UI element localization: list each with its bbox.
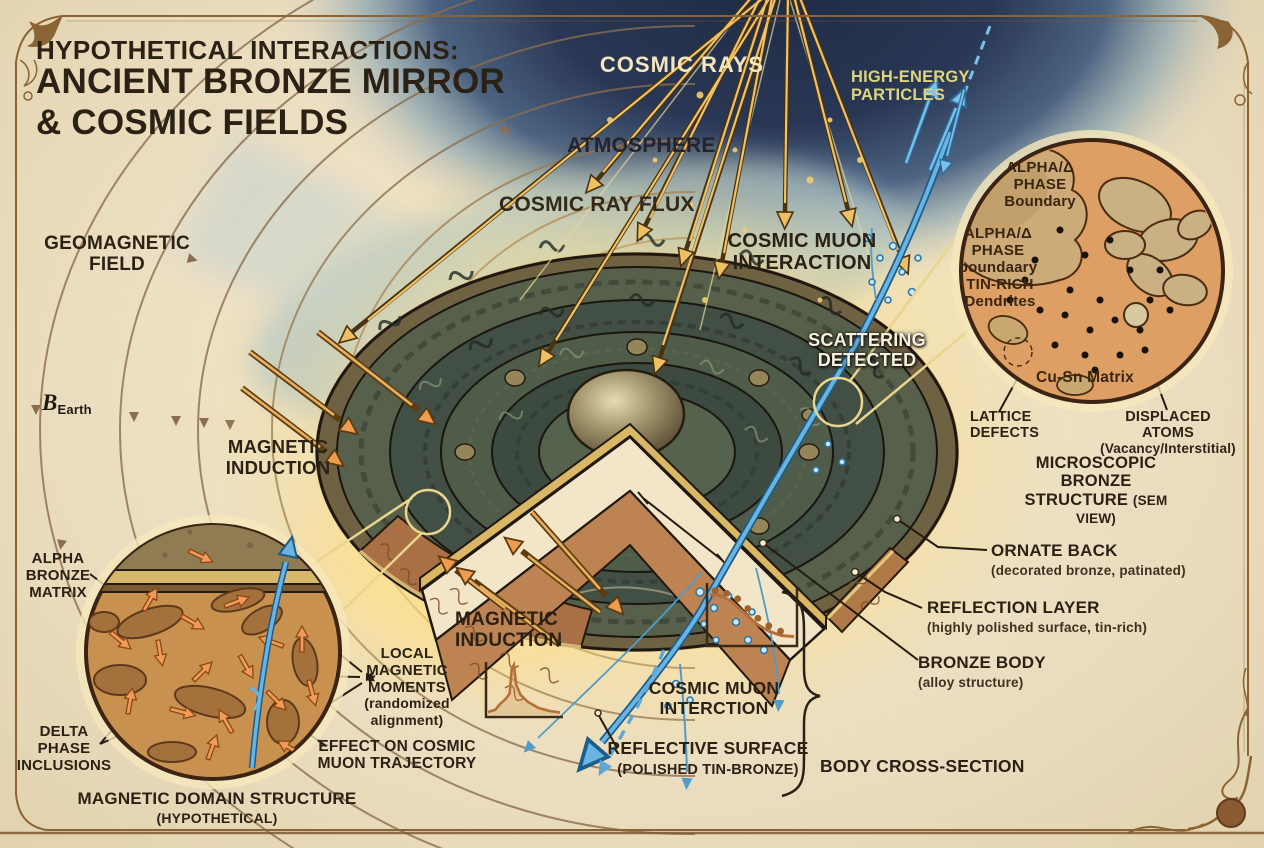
domain-caption-line2: (HYPOTHETICAL): [156, 810, 278, 827]
decorative-border: [0, 15, 1264, 835]
label-cosmic-rays: COSMIC RAYS: [599, 52, 765, 77]
magnetic-induction-arrows: [240, 329, 631, 648]
induction-peak-chart: [484, 660, 563, 719]
ornate-back-main: ORNATE BACK: [991, 541, 1118, 560]
displaced-atoms-sub: (Vacancy/Interstitial): [1100, 441, 1236, 457]
label-cu-sn-matrix: Cu-Sn Matrix: [1036, 369, 1134, 386]
label-high-energy-particles: HIGH-ENERGY PARTICLES: [851, 68, 970, 105]
displaced-atom-site: [1123, 302, 1149, 328]
reflection-layer-main: REFLECTION LAYER: [927, 598, 1100, 617]
label-reflection-layer: REFLECTION LAYER (highly polished surface…: [927, 598, 1147, 636]
cross-section-brace: [781, 590, 821, 798]
magnetic-domain-inset: [76, 515, 350, 789]
b-symbol: B: [42, 390, 58, 415]
ornate-back-sub: (decorated bronze, patinated): [991, 563, 1186, 579]
domain-caption-line1: MAGNETIC DOMAIN STRUCTURE: [77, 789, 357, 808]
sem-caption-line1: MICROSCOPIC BRONZE: [1035, 454, 1157, 491]
label-effect-on-cosmic-muon: EFFECT ON COSMIC MUON TRAJECTORY: [317, 738, 477, 773]
high-energy-particle-arrows: [903, 75, 974, 177]
b-subscript: Earth: [57, 402, 92, 417]
label-displaced-atoms: DISPLACED ATOMS(Vacancy/Interstitial): [1100, 409, 1236, 458]
label-scattering-detected: SCATTERING DETECTED: [808, 330, 926, 371]
page-title-line1: HYPOTHETICAL INTERACTIONS:: [36, 35, 460, 65]
label-tin-rich-dendrites: TIN-RICH Dendrites: [964, 276, 1036, 310]
local-moments-sub: (randomized alignment): [364, 695, 450, 729]
displaced-atoms-main: DISPLACED ATOMS: [1125, 409, 1211, 442]
label-ornate-back: ORNATE BACK (decorated bronze, patinated): [991, 541, 1186, 579]
label-alpha-phase-boundary-mid: ALPHA/Δ PHASE boundaary: [958, 225, 1038, 276]
page-title-line2: ANCIENT BRONZE MIRROR: [36, 62, 505, 101]
sem-caption-line2: STRUCTURE: [1024, 490, 1129, 509]
label-magnetic-induction-bottom: MAGNETIC INDUCTION: [455, 609, 563, 652]
label-atmosphere: ATMOSPHERE: [567, 134, 716, 157]
label-domain-caption: MAGNETIC DOMAIN STRUCTURE (HYPOTHETICAL): [78, 789, 357, 827]
sem-caption-paren: (SEM VIEW): [1076, 492, 1168, 527]
label-cosmic-ray-flux: COSMIC RAY FLUX: [499, 193, 695, 216]
label-magnetic-induction-left: MAGNETIC INDUCTION: [225, 436, 331, 478]
tin-dendrites: [1098, 176, 1213, 307]
lattice-dots: [1006, 226, 1174, 374]
label-b-earth: BEarth: [42, 390, 92, 418]
local-moments-main: LOCAL MAGNETIC MOMENTS: [366, 645, 448, 696]
bronze-body-sub: (alloy structure): [918, 675, 1024, 691]
cosmic-rays-fan: [333, 0, 917, 378]
label-reflective-surface: REFLECTIVE SURFACE (POLISHED TIN-BRONZE): [607, 738, 809, 778]
label-delta-phase-inclusions: DELTA PHASE INCLUSIONS: [16, 723, 112, 774]
label-local-magnetic-moments: LOCAL MAGNETIC MOMENTS(randomized alignm…: [364, 645, 450, 730]
reflection-layer-sub: (highly polished surface, tin-rich): [927, 620, 1148, 636]
label-alpha-phase-boundary-top: ALPHA/Δ PHASE Boundary: [1004, 159, 1076, 210]
label-body-cross-section: BODY CROSS-SECTION: [820, 756, 1025, 776]
reflective-surface-main: REFLECTIVE SURFACE: [607, 738, 809, 758]
reflection-layer-band: [419, 422, 827, 631]
label-cosmic-muon-interaction: COSMIC MUON INTERACTION: [727, 230, 877, 275]
label-lattice-defects: LATTICE DEFECTS: [970, 409, 1040, 442]
muon-attenuation-chart: [705, 583, 799, 648]
label-cosmic-muon-interction: COSMIC MUON INTERCTION: [648, 678, 780, 718]
label-bronze-body: BRONZE BODY (alloy structure): [918, 653, 1046, 691]
bronze-body-band: [434, 489, 792, 708]
label-alpha-bronze-matrix: ALPHA BRONZE MATRIX: [25, 550, 91, 601]
reflective-surface-sub: (POLISHED TIN-BRONZE): [617, 761, 799, 778]
leader-dots: [594, 514, 902, 717]
page-title-line3: & COSMIC FIELDS: [36, 103, 349, 142]
label-geomagnetic-field: GEOMAGNETIC FIELD: [44, 233, 190, 276]
sem-inset: [951, 130, 1233, 412]
bronze-body-main: BRONZE BODY: [918, 653, 1046, 672]
